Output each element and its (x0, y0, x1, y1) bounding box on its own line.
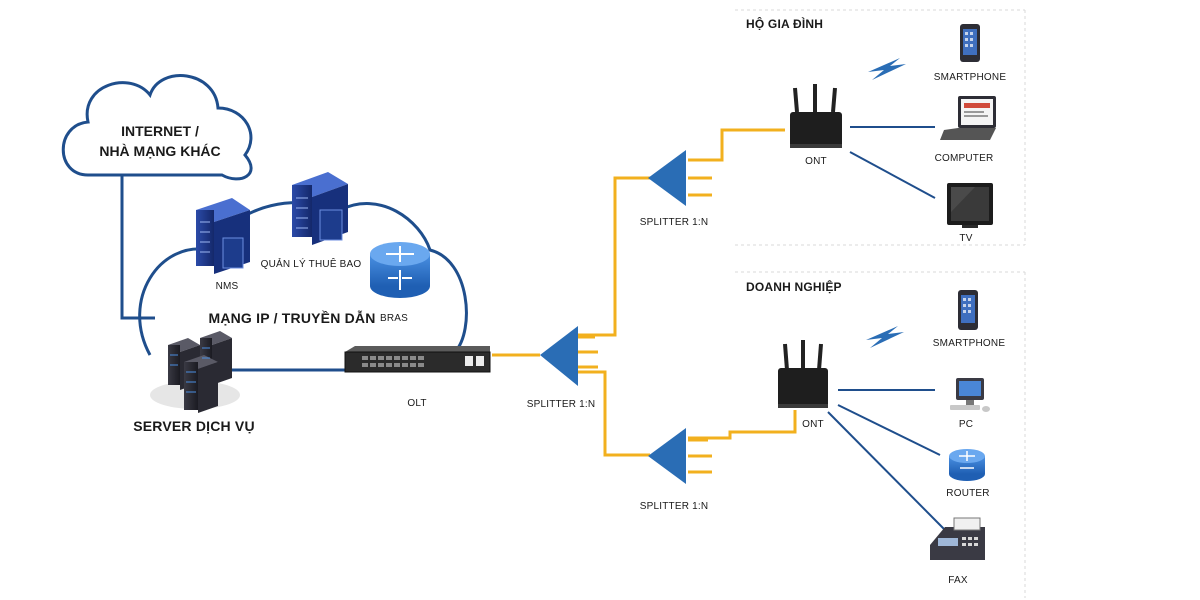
fiber-links (492, 128, 797, 474)
internet-cloud (61, 74, 253, 181)
home-smartphone-label: SMARTPHONE (933, 72, 1007, 83)
internet-cloud-label: INTERNET / NHÀ MẠNG KHÁC (95, 121, 225, 161)
business-ont-icon (778, 340, 828, 408)
main-splitter-label: SPLITTER 1:N (526, 399, 596, 410)
home-section-border (735, 9, 1026, 246)
service-servers-icon (150, 331, 240, 413)
home-wireless-icon (868, 58, 906, 80)
home-splitter-icon (648, 150, 686, 206)
internet-link (120, 175, 155, 320)
home-ont-icon (790, 84, 842, 148)
nms-label: NMS (215, 281, 239, 292)
computer-laptop-icon (940, 96, 996, 140)
pc-icon (950, 378, 990, 412)
business-router-icon (949, 449, 985, 481)
subscriber-mgmt-label: QUẢN LÝ THUÊ BAO (260, 259, 362, 270)
business-smartphone-label: SMARTPHONE (932, 338, 1006, 349)
nms-server-icon (196, 198, 250, 274)
subscriber-server-icon (292, 172, 348, 245)
main-splitter-lower-fiber (575, 370, 650, 457)
home-splitter-label: SPLITTER 1:N (639, 217, 709, 228)
olt-device-icon (344, 346, 491, 373)
tv-icon (947, 183, 993, 228)
business-router-label: ROUTER (946, 488, 990, 499)
business-section-title: DOANH NGHIỆP (746, 280, 842, 294)
bras-router-icon (370, 242, 430, 298)
main-splitter-upper-fiber (575, 176, 650, 337)
home-tv-label: TV (959, 233, 973, 244)
business-splitter-label: SPLITTER 1:N (639, 501, 709, 512)
bras-label: BRAS (379, 313, 409, 324)
business-wireless-icon (866, 326, 904, 348)
business-pc-label: PC (958, 419, 974, 430)
cloud-line-1: INTERNET / (121, 123, 199, 139)
device-links (827, 126, 946, 531)
home-splitter-ont-fiber (688, 128, 785, 162)
home-computer-label: COMPUTER (934, 153, 994, 164)
biz-splitter-ont-fiber (688, 410, 797, 440)
service-server-label: SERVER DỊCH VỤ (133, 418, 255, 434)
main-splitter-icon (540, 326, 578, 386)
olt-label: OLT (407, 398, 427, 409)
home-section-title: HỘ GIA ĐÌNH (746, 17, 824, 31)
fax-icon (930, 517, 985, 560)
business-splitter-icon (648, 428, 686, 484)
business-section-border (735, 271, 1026, 598)
business-ont-label: ONT (802, 419, 824, 430)
ip-network-label: MẠNG IP / TRUYỀN DẪN (208, 310, 376, 326)
home-smartphone-icon (960, 24, 980, 62)
cloud-line-2: NHÀ MẠNG KHÁC (99, 143, 221, 159)
business-fax-label: FAX (948, 575, 968, 586)
business-smartphone-icon (958, 290, 978, 330)
home-ont-label: ONT (805, 156, 827, 167)
